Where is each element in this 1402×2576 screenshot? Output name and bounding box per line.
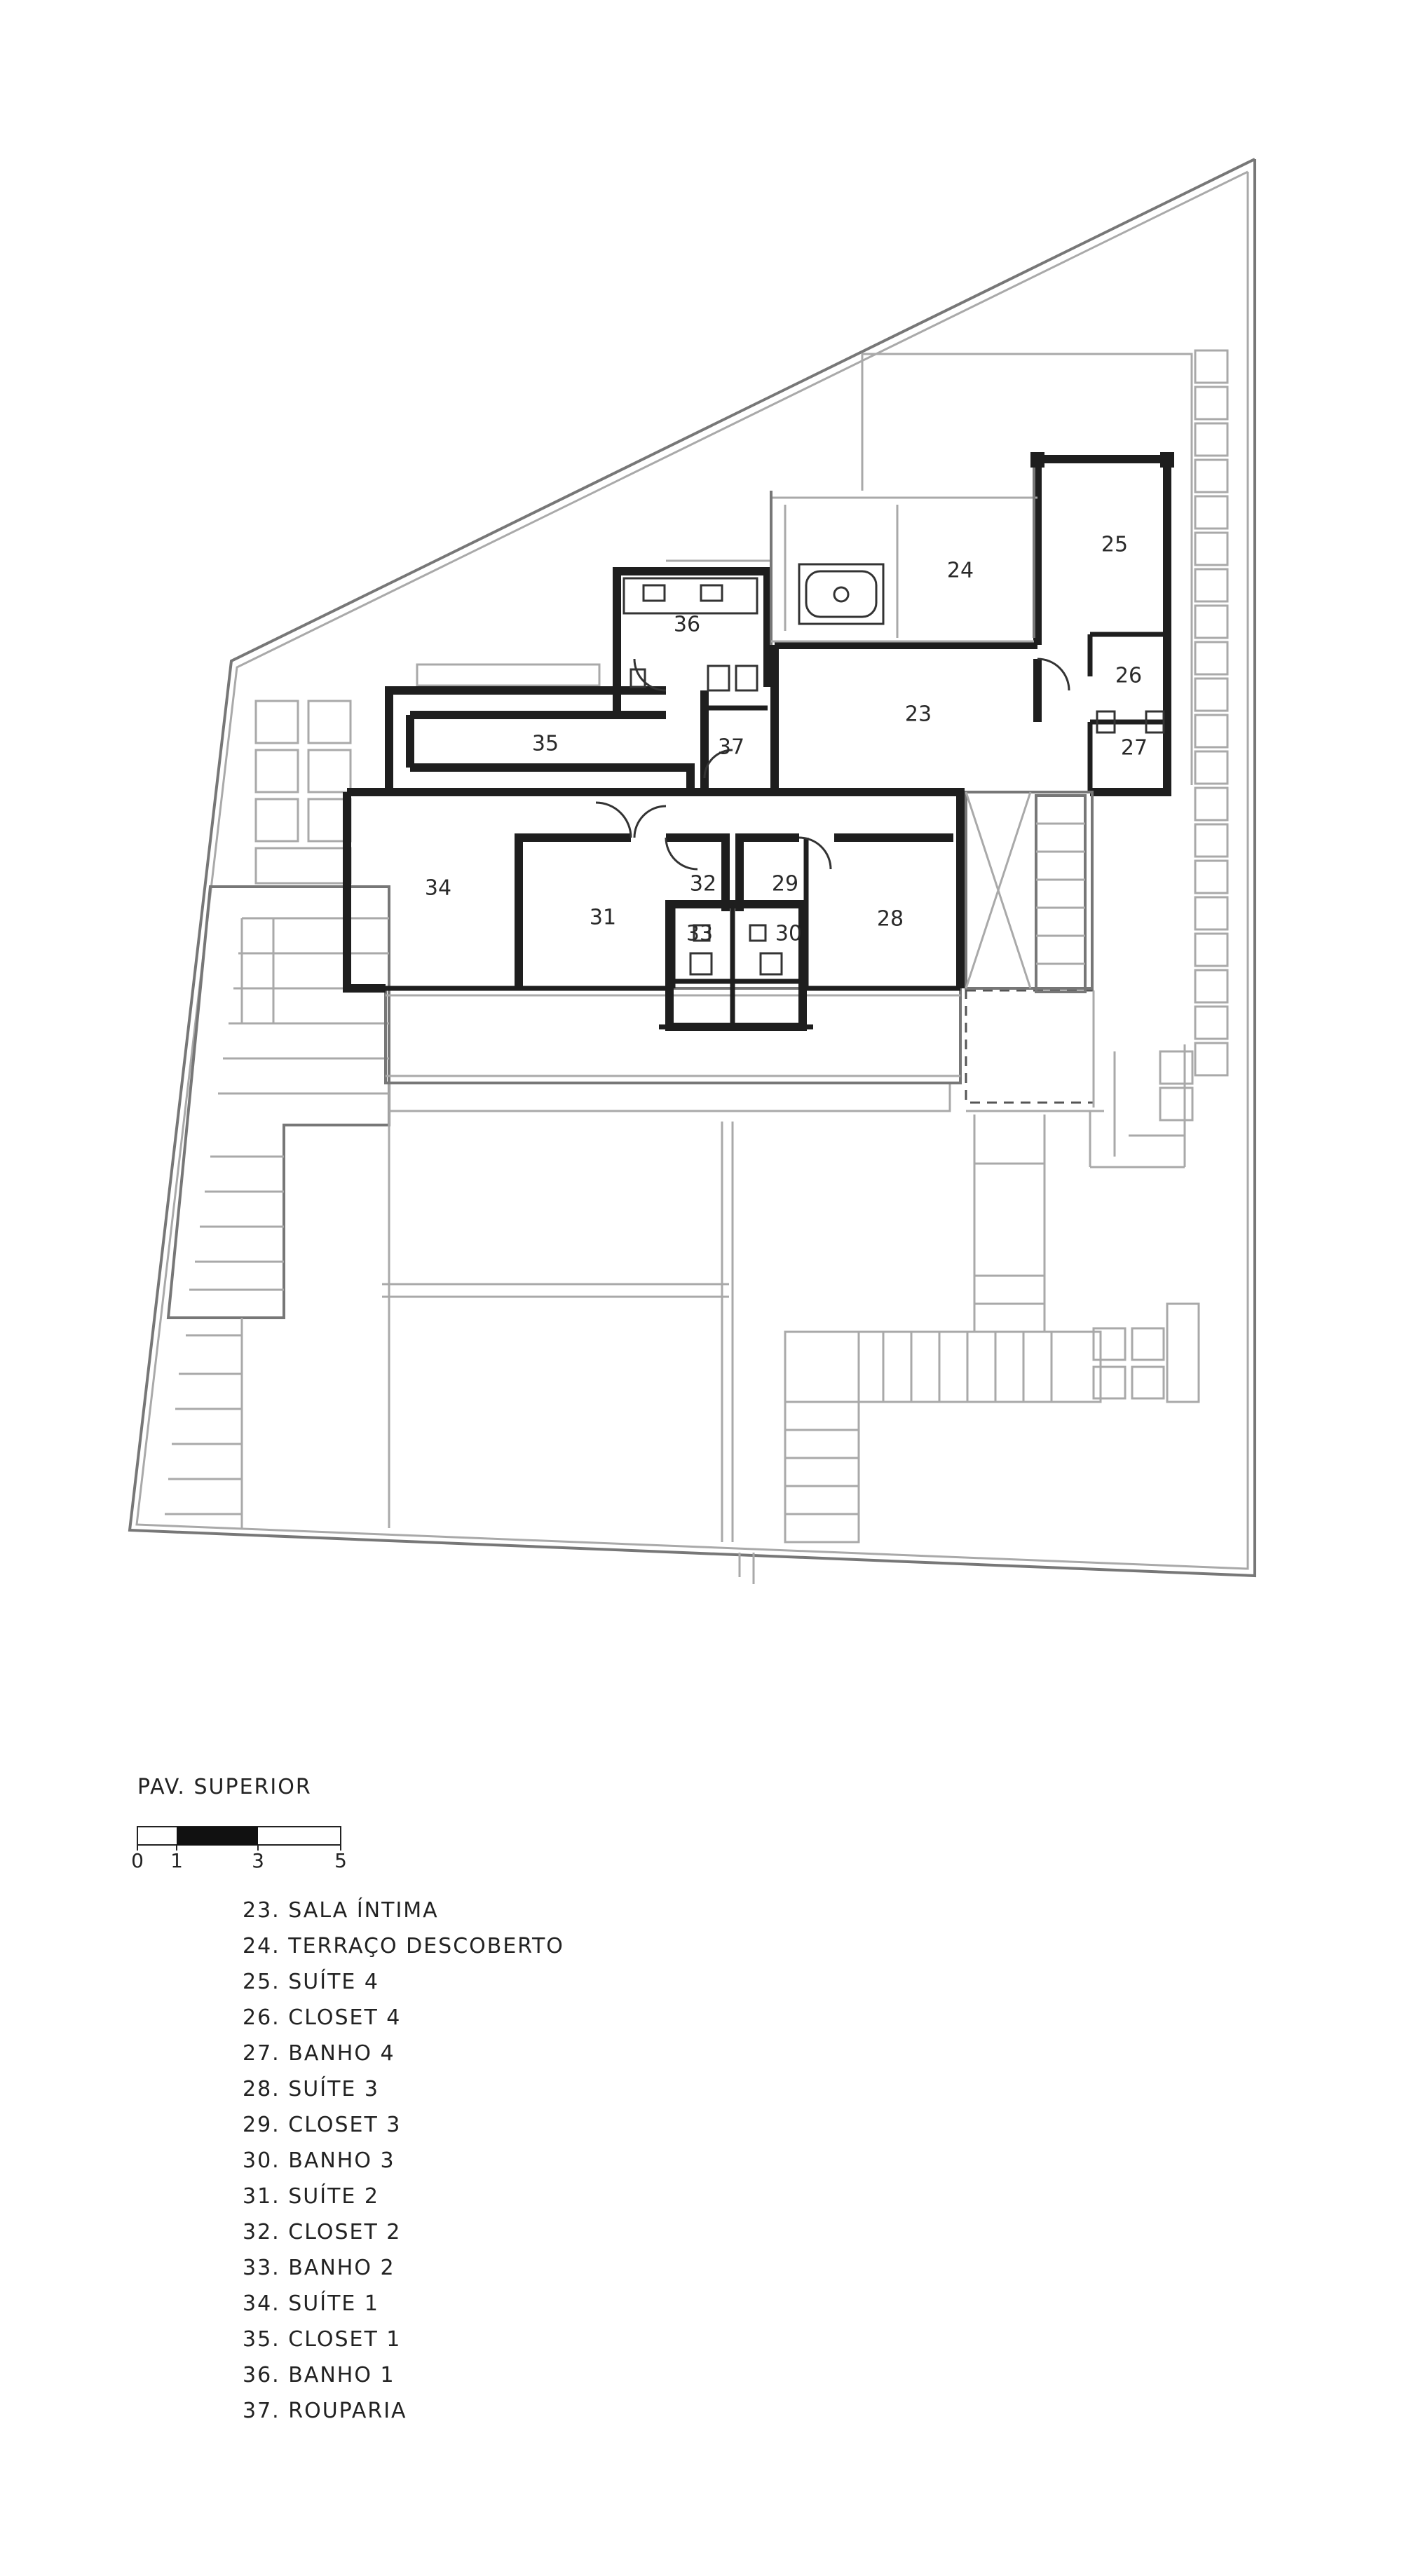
room-label-32: 32 — [690, 872, 716, 897]
legend-item: 27. BANHO 4 — [243, 2041, 395, 2066]
building — [343, 452, 1174, 1112]
plan-title: PAV. SUPERIOR — [137, 1775, 312, 1799]
paving-square — [1194, 641, 1229, 676]
room-label-31: 31 — [590, 906, 616, 930]
paving-square — [1194, 786, 1229, 822]
room-label-25: 25 — [1101, 533, 1128, 557]
legend-item: 23. SALA ÍNTIMA — [243, 1898, 439, 1923]
legend-item: 30. BANHO 3 — [243, 2148, 395, 2173]
paving-square — [1159, 1086, 1194, 1122]
room-label-33: 33 — [686, 922, 713, 946]
paving-square — [1194, 1005, 1229, 1040]
scale-bar-graphic — [137, 1826, 341, 1851]
legend-item: 32. CLOSET 2 — [243, 2220, 402, 2244]
scale-tick-3: 3 — [252, 1849, 264, 1872]
legend-item: 36. BANHO 1 — [243, 2363, 395, 2387]
room-labels: 23 24 25 26 27 28 29 30 31 32 33 34 35 3… — [425, 533, 1148, 946]
legend-item: 26. CLOSET 4 — [243, 2005, 402, 2030]
terrace-outlines — [416, 353, 1193, 785]
paving-square — [1194, 896, 1229, 931]
paving-square — [1194, 932, 1229, 967]
legend-item: 33. BANHO 2 — [243, 2256, 395, 2280]
paving-square — [1194, 531, 1229, 566]
room-label-29: 29 — [772, 872, 798, 897]
paving-square — [1194, 386, 1229, 421]
scale-tick-1: 1 — [170, 1849, 183, 1872]
legend-item: 31. SUÍTE 2 — [243, 2184, 379, 2209]
room-label-23: 23 — [905, 702, 932, 727]
paving-square — [1194, 677, 1229, 712]
room-label-37: 37 — [718, 735, 744, 760]
legend-item: 25. SUÍTE 4 — [243, 1970, 379, 1994]
legend-item: 35. CLOSET 1 — [243, 2327, 402, 2352]
legend-item: 29. CLOSET 3 — [243, 2113, 402, 2137]
paving-square — [1159, 1050, 1194, 1085]
paving-square — [1194, 495, 1229, 530]
legend-item: 37. ROUPARIA — [243, 2399, 407, 2423]
paving-squares — [1159, 349, 1229, 1122]
room-label-34: 34 — [425, 876, 451, 901]
legend-item: 28. SUÍTE 3 — [243, 2077, 379, 2101]
legend-item: 24. TERRAÇO DESCOBERTO — [243, 1934, 564, 1958]
paving-square — [1194, 604, 1229, 639]
room-label-36: 36 — [674, 613, 700, 637]
paving-square — [1194, 750, 1229, 785]
paving-square — [1194, 859, 1229, 894]
paving-square — [1194, 1042, 1229, 1077]
room-label-27: 27 — [1121, 736, 1148, 761]
room-label-26: 26 — [1115, 664, 1142, 688]
planters-left — [254, 700, 352, 885]
floor-plan: 23 24 25 26 27 28 29 30 31 32 33 34 35 3… — [128, 158, 1256, 1584]
paving-square — [1194, 714, 1229, 749]
paving-square — [1194, 969, 1229, 1004]
exterior-stair — [165, 885, 390, 1528]
room-legend: 23. SALA ÍNTIMA 24. TERRAÇO DESCOBERTO 2… — [243, 1893, 564, 2429]
paving-square — [1194, 458, 1229, 493]
room-label-28: 28 — [877, 907, 904, 932]
scale-tick-5: 5 — [334, 1849, 347, 1872]
room-label-24: 24 — [947, 559, 974, 583]
room-label-35: 35 — [532, 732, 559, 756]
paving-square — [1194, 823, 1229, 858]
paving-square — [1194, 568, 1229, 603]
lot-boundary — [128, 158, 1256, 1584]
scale-tick-0: 0 — [131, 1849, 144, 1872]
paving-square — [1194, 349, 1229, 384]
scale-bar: 0 1 3 5 — [131, 1822, 358, 1879]
legend-item: 34. SUÍTE 1 — [243, 2291, 379, 2316]
paving-square — [1194, 422, 1229, 457]
lower-level-outlines — [382, 1044, 1200, 1543]
room-label-30: 30 — [775, 922, 802, 946]
